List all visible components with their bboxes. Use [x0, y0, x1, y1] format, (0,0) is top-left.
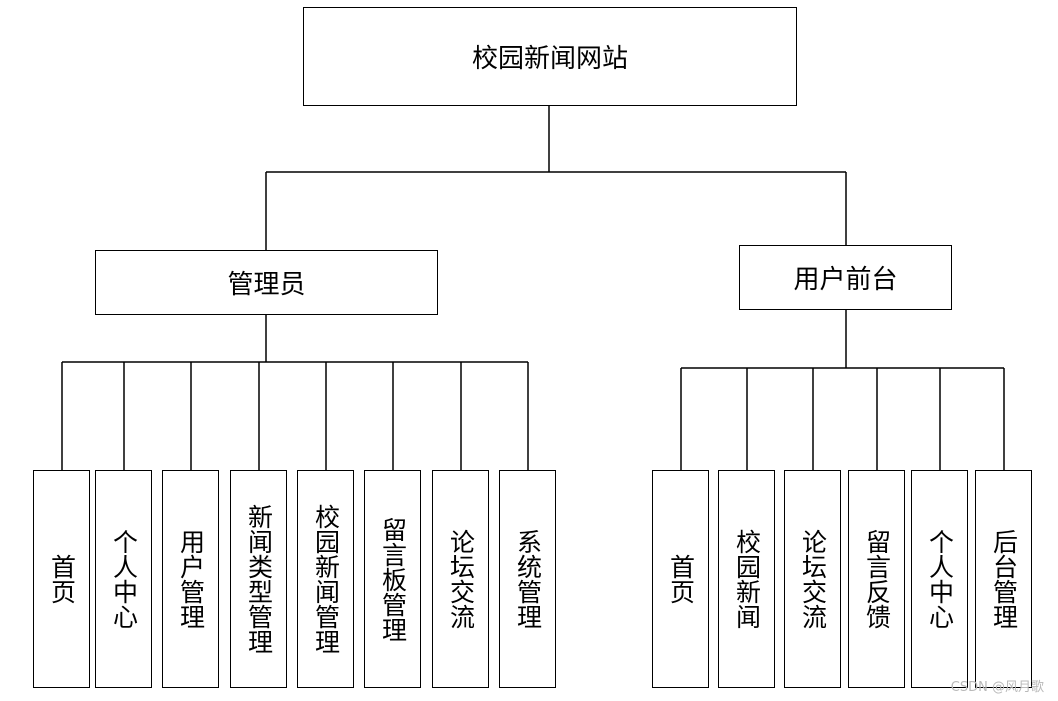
frontend-leaf-campus-news: 校园新闻 [718, 470, 775, 688]
leaf-label: 首页 [666, 554, 696, 604]
admin-leaf-campus-news-mgmt: 校园新闻管理 [297, 470, 354, 688]
frontend-leaf-forum: 论坛交流 [784, 470, 841, 688]
frontend-leaf-home: 首页 [652, 470, 709, 688]
leaf-label: 留言板管理 [378, 516, 408, 642]
frontend-leaf-backend-mgmt: 后台管理 [975, 470, 1032, 688]
admin-leaf-user-mgmt: 用户管理 [162, 470, 219, 688]
admin-leaf-news-type-mgmt: 新闻类型管理 [230, 470, 287, 688]
leaf-label: 论坛交流 [446, 529, 476, 629]
leaf-label: 首页 [47, 554, 77, 604]
admin-node: 管理员 [95, 250, 438, 315]
leaf-label: 个人中心 [109, 529, 139, 629]
admin-leaf-system-mgmt: 系统管理 [499, 470, 556, 688]
admin-leaf-message-board-mgmt: 留言板管理 [364, 470, 421, 688]
leaf-label: 留言反馈 [862, 529, 892, 629]
leaf-label: 新闻类型管理 [244, 504, 274, 654]
admin-leaf-home: 首页 [33, 470, 90, 688]
leaf-label: 系统管理 [513, 529, 543, 629]
frontend-leaf-profile: 个人中心 [911, 470, 968, 688]
root-node: 校园新闻网站 [303, 7, 797, 106]
admin-leaf-forum: 论坛交流 [432, 470, 489, 688]
leaf-label: 论坛交流 [798, 529, 828, 629]
leaf-label: 后台管理 [989, 529, 1019, 629]
admin-leaf-profile: 个人中心 [95, 470, 152, 688]
frontend-leaf-feedback: 留言反馈 [848, 470, 905, 688]
admin-label: 管理员 [227, 270, 306, 300]
leaf-label: 校园新闻管理 [311, 504, 341, 654]
watermark: CSDN @风月歌 [950, 680, 1044, 695]
leaf-label: 用户管理 [176, 529, 206, 629]
leaf-label: 校园新闻 [732, 529, 762, 629]
root-label: 校园新闻网站 [471, 44, 628, 74]
frontend-node: 用户前台 [739, 245, 952, 310]
leaf-label: 个人中心 [925, 529, 955, 629]
frontend-label: 用户前台 [793, 265, 898, 295]
